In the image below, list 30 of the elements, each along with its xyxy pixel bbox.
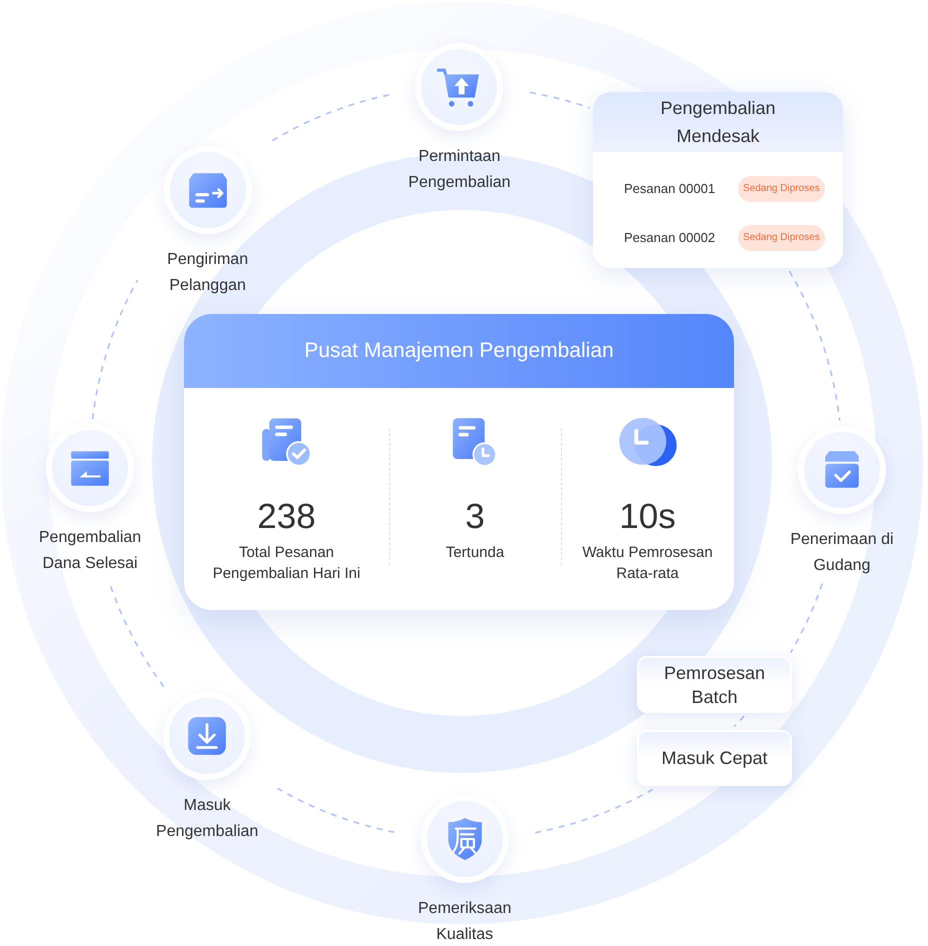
order-number: Pesanan 00001 [624, 180, 716, 198]
step-label: Pemeriksaan Kualitas [417, 898, 512, 945]
dashed-connector [530, 92, 590, 109]
process-box: Pemrosesan Batch [637, 656, 792, 713]
panel-card [593, 92, 843, 268]
order-number: Pesanan 00002 [624, 228, 716, 246]
dashed-connector [92, 280, 138, 420]
metric-value: 3 [465, 496, 485, 538]
dashed-connector [734, 716, 745, 728]
card-header: Pusat Manajemen Pengembalian [184, 314, 734, 388]
dashed-connector [790, 583, 823, 654]
dashboard-card [184, 314, 734, 610]
metric-label: Tertunda [446, 543, 504, 563]
step-label: Masuk Pengembalian [155, 796, 260, 842]
metric-label: Total Pesanan Pengembalian Hari Ini [212, 543, 362, 584]
step-label: Pengembalian Dana Selesai [38, 528, 142, 574]
process-box: Masuk Cepat [637, 730, 792, 786]
dashed-connector [277, 788, 394, 833]
panel-header: Pengembalian Mendesak [593, 92, 843, 152]
step-label: Penerimaan di Gudang [789, 530, 895, 576]
dashed-connector [272, 94, 390, 142]
dashed-connector [788, 270, 840, 421]
status-badge: Sedang Diproses [738, 224, 825, 250]
metric-value: 10s [619, 496, 676, 538]
metric-label: Waktu Pemrosesan Rata-rata [581, 543, 714, 584]
step-label: Pengiriman Pelanggan [166, 250, 250, 296]
status-badge: Sedang Diproses [738, 176, 825, 202]
step-label: Permintaan Pengembalian [407, 147, 512, 194]
metric-value: 238 [257, 496, 316, 538]
dashed-connector [535, 788, 654, 834]
